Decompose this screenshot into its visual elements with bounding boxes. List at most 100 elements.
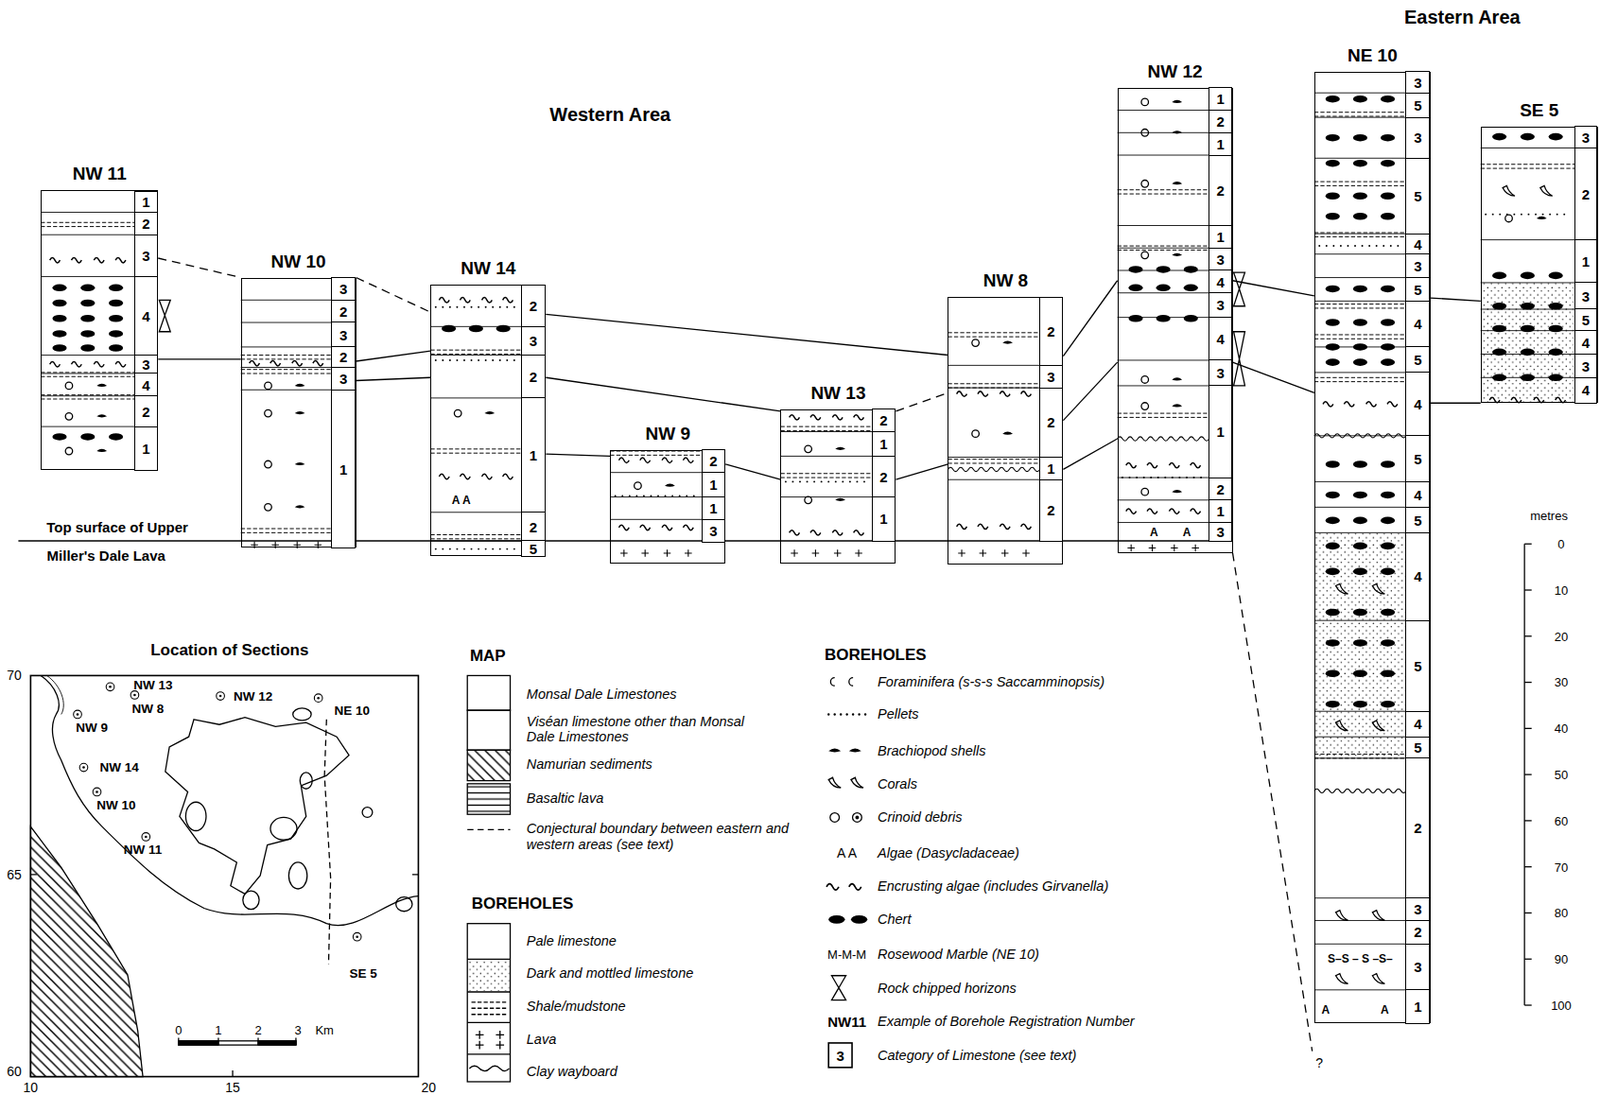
label: BOREHOLES <box>824 645 927 665</box>
category-box: 2 <box>1405 757 1430 899</box>
category-number: 1 <box>1216 424 1224 439</box>
stroke <box>1534 213 1537 216</box>
stroke <box>1314 481 1407 483</box>
stroke <box>1141 129 1149 138</box>
stroke <box>1380 318 1395 327</box>
category-number: 4 <box>1582 335 1590 350</box>
stroke <box>682 457 694 463</box>
stroke <box>459 297 470 303</box>
stroke <box>789 415 800 420</box>
borehole-title: NW 9 <box>644 423 691 445</box>
category-number: 2 <box>1046 415 1055 430</box>
stroke <box>1520 325 1535 333</box>
stroke <box>791 480 794 483</box>
stroke <box>1480 239 1575 241</box>
correlation-line <box>1233 280 1315 296</box>
stroke <box>40 234 135 236</box>
label: A A <box>452 493 471 507</box>
stroke <box>1540 185 1553 196</box>
category-box: 4 <box>1405 233 1430 256</box>
stroke <box>635 495 638 498</box>
stroke <box>241 366 332 368</box>
label: Western Area <box>549 103 671 125</box>
stroke <box>1353 608 1368 617</box>
stroke <box>40 426 135 428</box>
stroke <box>1353 285 1368 294</box>
stroke <box>1126 462 1137 468</box>
stroke <box>1354 244 1357 247</box>
stroke <box>1001 549 1009 557</box>
stroke <box>513 359 516 362</box>
correlation-line <box>895 464 948 480</box>
stroke <box>1183 265 1199 274</box>
stroke <box>1520 374 1535 383</box>
stroke <box>664 495 667 498</box>
stroke <box>264 460 273 469</box>
stroke <box>1171 181 1183 185</box>
stroke <box>849 480 852 483</box>
stroke <box>1129 476 1131 479</box>
category-number: 4 <box>1216 331 1224 347</box>
correlation-line <box>1062 362 1117 421</box>
stroke <box>1156 265 1171 274</box>
stroke <box>977 523 989 529</box>
stroke <box>441 325 456 333</box>
correlation-line <box>895 392 948 411</box>
category-number: 2 <box>1216 183 1224 198</box>
category-number: 2 <box>879 469 887 485</box>
stroke <box>1548 133 1564 141</box>
stroke <box>1346 244 1349 247</box>
stroke <box>643 495 645 498</box>
stroke <box>1128 284 1143 293</box>
stroke <box>241 346 332 348</box>
stroke <box>790 549 799 557</box>
stroke <box>1314 112 1407 117</box>
stroke <box>1117 359 1210 361</box>
stroke <box>441 306 444 309</box>
stroke <box>1171 377 1183 381</box>
stroke <box>485 306 487 309</box>
stroke <box>1314 277 1407 279</box>
stroke <box>789 530 800 536</box>
legend-text: Pellets <box>877 706 1204 723</box>
stroke <box>1336 583 1349 594</box>
stroke <box>1524 635 1532 637</box>
stroke <box>1492 348 1507 357</box>
stroke <box>1353 212 1368 221</box>
label: Miller's Dale Lava <box>47 547 166 564</box>
stroke <box>93 258 105 263</box>
stroke <box>1322 401 1334 407</box>
stroke <box>108 330 123 338</box>
stroke <box>52 330 67 338</box>
stroke <box>1353 670 1368 679</box>
stroke <box>241 369 332 374</box>
stroke <box>50 258 61 263</box>
stroke <box>1380 134 1395 142</box>
legend-text: Conjectural boundary between eastern and… <box>526 820 793 853</box>
stroke <box>947 459 1040 464</box>
category-number: 1 <box>1216 91 1224 106</box>
borehole-title: NW 14 <box>460 258 516 279</box>
stroke <box>1185 476 1188 479</box>
stroke <box>1117 225 1210 227</box>
label: 100 <box>1550 997 1572 1012</box>
stroke <box>241 355 332 360</box>
category-box: 2 <box>134 395 158 428</box>
category-number: 5 <box>1413 189 1422 204</box>
category-box: 1 <box>1208 499 1233 523</box>
borehole-column: NW 10323231 <box>241 278 357 549</box>
stroke <box>503 473 514 479</box>
stroke <box>1325 700 1340 709</box>
stroke <box>640 524 651 530</box>
stroke <box>1325 134 1340 142</box>
borehole-column: NW 14232125 <box>430 284 546 557</box>
legend-text: Crinoid debris <box>877 809 1204 826</box>
category-box: 2 <box>1039 296 1063 367</box>
stroke <box>1314 788 1407 793</box>
legend-text: Shale/mudstone <box>526 998 793 1015</box>
stroke <box>1548 302 1564 311</box>
stroke <box>513 306 516 309</box>
stroke <box>609 519 702 521</box>
category-box: 3 <box>1405 897 1430 922</box>
label: 70 <box>6 667 22 683</box>
